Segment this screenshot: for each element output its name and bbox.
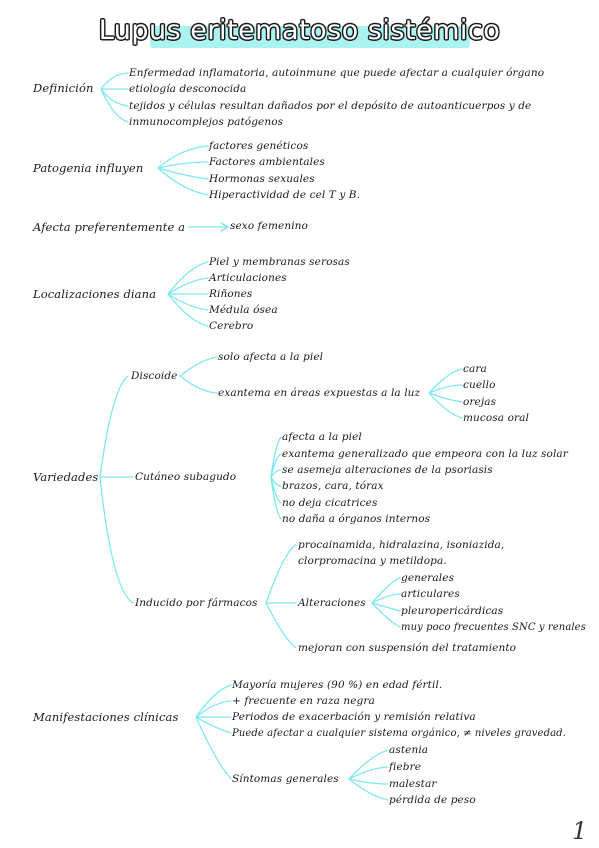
alteraciones-item: muy poco frecuentes SNC y renales	[401, 622, 586, 633]
discoide-item: solo afecta a la piel	[218, 351, 324, 363]
sintomas-item: fiebre	[389, 761, 422, 773]
connector-cutaneo	[270, 436, 282, 520]
localizaciones-item: Médula ósea	[209, 304, 278, 316]
connector-patogenia	[157, 145, 209, 196]
alteraciones-item: articulares	[401, 588, 460, 600]
connector-discoide	[179, 356, 218, 394]
definicion-item: inmunocomplejos patógenos	[129, 116, 284, 128]
cutaneo-label: Cutáneo subagudo	[135, 471, 237, 483]
connector-definicion	[100, 72, 129, 123]
sintomas-item: astenia	[389, 744, 429, 756]
localizaciones-item: Cerebro	[209, 320, 254, 332]
afecta-label: Afecta preferentemente a	[33, 220, 186, 234]
patogenia-item: Hormonas sexuales	[209, 173, 315, 185]
title-highlight	[150, 26, 470, 48]
connector-alteraciones	[371, 577, 401, 628]
sintomas-item: pérdida de peso	[389, 794, 476, 806]
discoide-area: cara	[463, 363, 487, 375]
sintomas-item: malestar	[389, 778, 437, 790]
connector-farmacos	[265, 544, 297, 649]
cutaneo-item: no deja cicatrices	[282, 497, 378, 509]
patogenia-item: Factores ambientales	[209, 156, 325, 168]
discoide-area: cuello	[463, 379, 496, 391]
patogenia-label: Patogenia influyen	[33, 161, 144, 175]
variedades-label: Variedades	[33, 470, 99, 484]
manifestaciones-label: Manifestaciones clínicas	[33, 710, 179, 724]
connector-manifestaciones	[195, 684, 232, 780]
definicion-item: etiología desconocida	[129, 83, 247, 95]
alteraciones-label: Alteraciones	[298, 597, 366, 609]
discoide-label: Discoide	[131, 370, 178, 382]
manifestaciones-item: Puede afectar a cualquier sistema orgáni…	[232, 728, 566, 739]
localizaciones-item: Articulaciones	[209, 272, 287, 284]
connector-sintomas	[348, 749, 389, 801]
cutaneo-item: no daña a órganos internos	[282, 513, 431, 525]
patogenia-item: factores genéticos	[209, 140, 309, 152]
farmacos-drugs: procainamida, hidralazina, isoniazida,	[298, 539, 505, 551]
manifestaciones-item: Periodos de exacerbación y remisión rela…	[232, 711, 476, 723]
definicion-item: Enfermedad inflamatoria, autoinmune que …	[129, 67, 545, 79]
connector-discoide-areas	[428, 368, 463, 419]
discoide-area: orejas	[463, 396, 497, 408]
manifestaciones-item: Mayoría mujeres (90 %) en edad fértil.	[232, 679, 443, 691]
localizaciones-item: Piel y membranas serosas	[209, 256, 350, 268]
alteraciones-item: pleuropericárdicas	[401, 605, 504, 617]
page-number: 1	[572, 817, 588, 845]
connector-localizaciones	[167, 261, 209, 327]
localizaciones-item: Riñones	[209, 288, 253, 300]
discoide-item: exantema en áreas expuestas a la luz	[218, 387, 421, 399]
cutaneo-item: afecta a la piel	[282, 431, 362, 443]
farmacos-mejoran: mejoran con suspensión del tratamiento	[298, 642, 517, 654]
definicion-label: Definición	[33, 81, 94, 95]
cutaneo-item: exantema generalizado que empeora con la…	[282, 448, 568, 460]
connector-variedades	[99, 375, 134, 604]
alteraciones-item: generales	[401, 572, 455, 584]
afecta-value: sexo femenino	[230, 220, 308, 232]
patogenia-item: Hiperactividad de cel T y B.	[209, 189, 361, 201]
sintomas-label: Síntomas generales	[232, 773, 339, 785]
cutaneo-item: brazos, cara, tórax	[282, 480, 384, 492]
localizaciones-label: Localizaciones diana	[33, 287, 157, 301]
manifestaciones-item: + frecuente en raza negra	[232, 695, 375, 707]
discoide-area: mucosa oral	[463, 412, 529, 424]
arrow-afecta-icon	[220, 222, 230, 232]
page-title: Lupus eritematoso sistémico	[98, 15, 501, 46]
definicion-item: tejidos y células resultan dañados por e…	[129, 100, 532, 112]
farmacos-drugs: clorpromacina y metildopa.	[298, 555, 447, 567]
cutaneo-item: se asemeja alteraciones de la psoriasis	[282, 464, 493, 476]
farmacos-label: Inducido por fármacos	[135, 597, 258, 609]
